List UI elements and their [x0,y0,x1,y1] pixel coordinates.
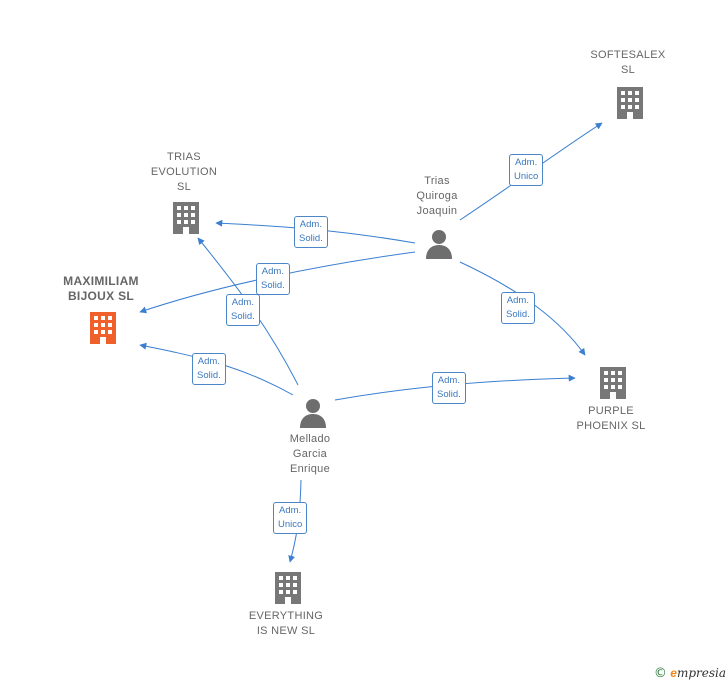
relation-label: Adm. Solid. [294,216,328,248]
building-icon [275,572,301,604]
company-label-softesalex[interactable]: SOFTESALEX SL [590,49,666,76]
relation-label: Adm. Solid. [432,372,466,404]
relation-label: Adm. Solid. [192,353,226,385]
relation-label: Adm. Unico [509,154,544,186]
edge-trias-purple [459,261,586,356]
relation-label: Adm. Unico [273,502,308,534]
relation-label: Adm. Solid. [226,294,260,326]
relation-label: Adm. Solid. [256,263,290,295]
building-icon-highlight [90,312,116,344]
person-label-trias-quiroga[interactable]: Trias Quiroga Joaquin [416,175,458,217]
person-label-mellado[interactable]: Mellado Garcia Enrique [289,433,331,475]
building-icon [173,202,199,234]
building-icon [617,87,643,119]
person-icon [300,399,326,428]
building-icon [600,367,626,399]
person-icon [426,230,452,259]
company-label-purple-phoenix[interactable]: PURPLE PHOENIX SL [576,405,646,432]
empresia-logo: © empresia [653,666,726,681]
relation-label: Adm. Solid. [501,292,535,324]
company-label-maximiliam[interactable]: MAXIMILIAM BIJOUX SL [63,274,139,303]
company-label-trias-evolution[interactable]: TRIAS EVOLUTION SL [150,151,218,193]
company-label-everything[interactable]: EVERYTHING IS NEW SL [248,610,324,637]
